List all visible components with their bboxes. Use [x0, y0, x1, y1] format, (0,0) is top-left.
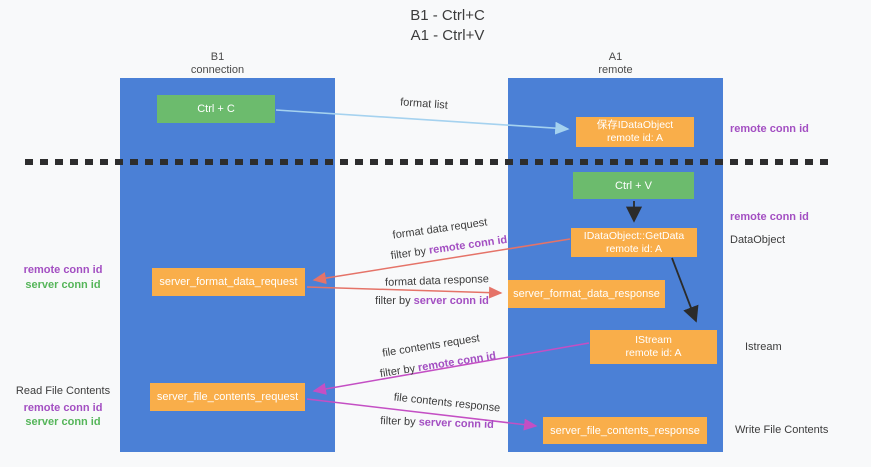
save-idataobject-line2: remote id: A [606, 132, 663, 144]
format-data-response-filter-prefix: filter by [375, 295, 414, 307]
ctrl-c-label: Ctrl + C [197, 103, 235, 115]
save-idataobject-line1: 保存IDataObject [596, 119, 674, 131]
lifeline-b1-name: B1 [210, 51, 225, 63]
annotation-write-file-contents: Write File Contents [735, 424, 829, 436]
server-file-contents-request-label: server_file_contents_request [156, 391, 299, 403]
annotation-remote-conn-id-mid-right: remote conn id [730, 211, 809, 223]
annotation-dataobject: DataObject [730, 234, 786, 246]
server-format-data-response-box: server_format_data_response [508, 280, 665, 308]
annotation-istream: Istream [745, 341, 782, 353]
format-data-response-filter-key: server conn id [413, 295, 489, 307]
annotation-remote-conn-id-bottom-left: remote conn id [23, 402, 103, 414]
ctrl-v-box: Ctrl + V [573, 172, 694, 199]
lifeline-header-a1: A1 remote [508, 51, 723, 77]
format-data-response-filter: filter by server conn id [352, 294, 512, 308]
server-format-data-request-box: server_format_data_request [152, 268, 305, 296]
ctrl-v-label: Ctrl + V [615, 179, 652, 192]
title-line-2: A1 - Ctrl+V [410, 27, 485, 44]
annotation-server-conn-id-top-left: server conn id [25, 279, 101, 291]
server-format-data-response-label: server_format_data_response [513, 288, 660, 300]
file-contents-response-filter: filter by server conn id [357, 413, 517, 433]
lifeline-b1-subtitle: connection [190, 64, 245, 76]
lifeline-header-b1: B1 connection [110, 51, 325, 77]
format-data-request-filter-prefix: filter by [390, 244, 430, 263]
annotation-read-file-contents: Read File Contents [15, 385, 111, 397]
ctrl-c-box: Ctrl + C [157, 95, 275, 123]
idataobject-getdata-line2: remote id: A [605, 242, 662, 255]
server-file-contents-request-box: server_file_contents_request [150, 383, 305, 411]
idataobject-getdata-line1: IDataObject::GetData [583, 229, 685, 242]
format-list-label: format list [399, 96, 449, 112]
file-contents-request-filter-prefix: filter by [379, 362, 420, 381]
server-format-data-request-label: server_format_data_request [159, 276, 298, 288]
save-idataobject-box: 保存IDataObject remote id: A [576, 117, 694, 147]
file-contents-request-filter-key: remote conn id [417, 349, 497, 375]
format-data-request-filter-key: remote conn id [428, 233, 508, 257]
istream-line1: IStream [635, 334, 672, 346]
format-data-response-label: format data response [384, 273, 490, 289]
annotation-remote-conn-id-top-left: remote conn id [23, 264, 103, 276]
annotation-remote-conn-id-top-right: remote conn id [730, 123, 809, 135]
lifeline-a1-name: A1 [608, 51, 623, 63]
istream-line2: remote id: A [625, 347, 682, 359]
file-contents-response-filter-key: server conn id [418, 416, 495, 431]
lifeline-a1-subtitle: remote [598, 64, 633, 76]
server-file-contents-response-box: server_file_contents_response [543, 417, 707, 444]
annotation-server-conn-id-bottom-left: server conn id [25, 416, 101, 428]
session-separator-dashed-line [25, 159, 835, 165]
diagram-title: B1 - Ctrl+C A1 - Ctrl+V [330, 6, 565, 46]
istream-box: IStream remote id: A [590, 330, 717, 364]
idataobject-getdata-box: IDataObject::GetData remote id: A [571, 228, 697, 257]
title-line-1: B1 - Ctrl+C [410, 7, 485, 24]
server-file-contents-response-label: server_file_contents_response [550, 424, 700, 437]
file-contents-response-filter-prefix: filter by [379, 415, 419, 429]
